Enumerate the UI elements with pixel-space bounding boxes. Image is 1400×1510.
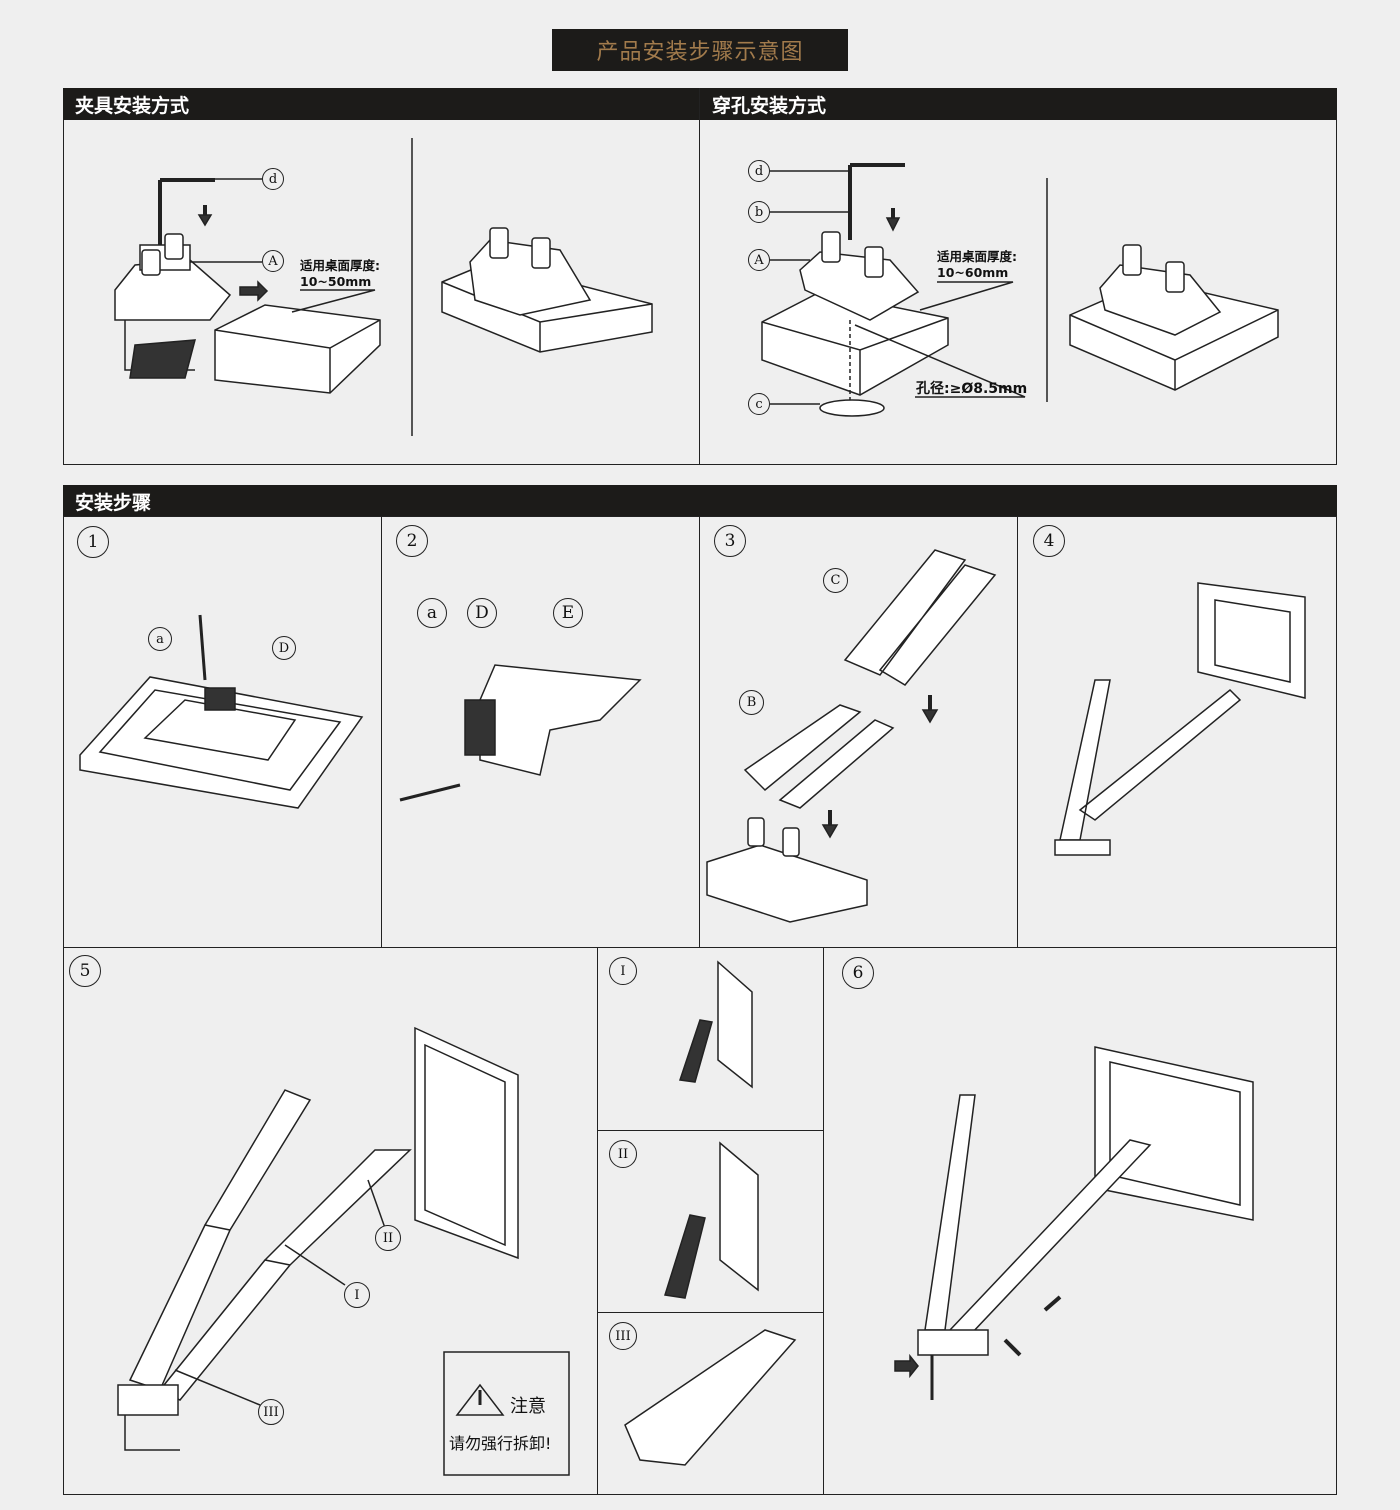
page-title: 产品安装步骤示意图 bbox=[552, 29, 848, 71]
warning-title: 注意 bbox=[510, 1396, 546, 1417]
hole-diameter: 孔径:≥Ø8.5mm bbox=[916, 381, 1028, 397]
label-A: A bbox=[262, 250, 284, 272]
thickness-label: 适用桌面厚度: bbox=[937, 249, 1017, 264]
thickness-value: 10~50mm bbox=[300, 274, 372, 289]
label-b: b bbox=[748, 201, 770, 223]
label-a: a bbox=[148, 627, 172, 651]
label-d: d bbox=[748, 160, 770, 182]
label-C: C bbox=[823, 568, 848, 593]
label-II: II bbox=[375, 1225, 401, 1251]
step-3-number: 3 bbox=[714, 525, 746, 557]
label-c: c bbox=[748, 393, 770, 415]
clamp-header: 夹具安装方式 bbox=[63, 88, 699, 120]
label-A: A bbox=[748, 249, 770, 271]
step-2-number: 2 bbox=[396, 525, 428, 557]
sub-step-3-number: III bbox=[609, 1322, 637, 1350]
label-a: a bbox=[417, 598, 447, 628]
grommet-header: 穿孔安装方式 bbox=[700, 88, 1337, 120]
step-1-number: 1 bbox=[77, 526, 109, 558]
label-III: III bbox=[258, 1399, 284, 1425]
label-D: D bbox=[272, 636, 296, 660]
warning-text: 请勿强行拆卸! bbox=[449, 1434, 552, 1453]
thickness-label: 适用桌面厚度: bbox=[300, 258, 380, 273]
step-6-number: 6 bbox=[842, 957, 874, 989]
step-4-number: 4 bbox=[1033, 525, 1065, 557]
label-B: B bbox=[739, 690, 764, 715]
steps-header: 安装步骤 bbox=[63, 485, 1337, 517]
sub-step-2-number: II bbox=[609, 1140, 637, 1168]
thickness-value: 10~60mm bbox=[937, 265, 1009, 280]
step-5-number: 5 bbox=[69, 955, 101, 987]
step-6-panel bbox=[823, 947, 1337, 1495]
sub-step-2-panel bbox=[597, 1130, 824, 1313]
label-d: d bbox=[262, 168, 284, 190]
sub-step-1-number: I bbox=[609, 957, 637, 985]
label-E: E bbox=[553, 598, 583, 628]
label-I: I bbox=[344, 1282, 370, 1308]
label-D: D bbox=[467, 598, 497, 628]
